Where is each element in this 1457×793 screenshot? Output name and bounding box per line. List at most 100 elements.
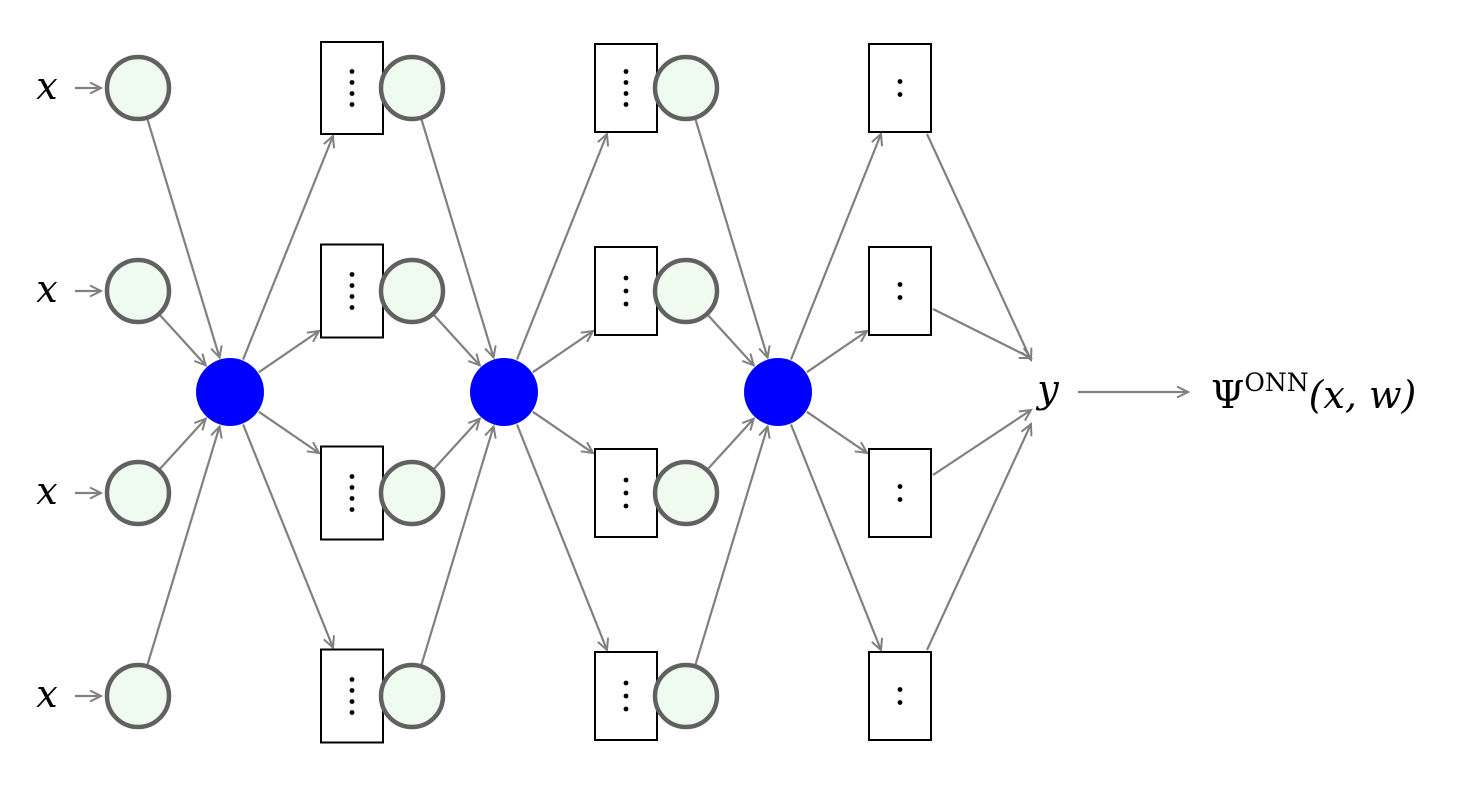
vdot: [897, 295, 903, 300]
input-node: [652, 54, 720, 122]
vdots-block: [868, 448, 932, 538]
vdot: [897, 484, 903, 489]
hub-to-block-edge: [515, 424, 607, 650]
node-to-hub-edge: [707, 314, 754, 365]
node-to-hub-edge: [420, 426, 494, 665]
input-x-label: x: [36, 267, 57, 311]
vdot: [897, 687, 903, 692]
block-to-output-edge: [926, 424, 1031, 651]
node-to-hub-edge: [694, 119, 768, 358]
node-to-hub-edge: [694, 426, 768, 665]
input-node: [104, 257, 172, 325]
vdot: [349, 91, 355, 96]
vdot: [623, 301, 629, 307]
input-node: [104, 54, 172, 122]
vdot: [349, 294, 355, 299]
vdot: [349, 102, 355, 107]
vdot: [623, 69, 629, 74]
node-to-hub-edge: [420, 119, 494, 358]
hub-to-block-edge: [806, 410, 867, 453]
vdot: [623, 706, 629, 712]
hub-node: [744, 358, 812, 426]
vdot: [349, 272, 355, 277]
vdot: [349, 80, 355, 85]
vdot: [897, 700, 903, 705]
vdot: [349, 677, 355, 682]
nodes-layer: [104, 41, 932, 744]
hub-to-block-edge: [789, 134, 881, 360]
input-x-label: x: [36, 64, 57, 108]
vdots-block: [320, 243, 384, 339]
node-to-hub-edge: [146, 119, 220, 358]
input-node: [652, 459, 720, 527]
vdot: [349, 305, 355, 310]
output-y-label: y: [1035, 367, 1059, 411]
hub-to-block-edge: [258, 410, 319, 453]
vdot: [349, 496, 355, 501]
vdot: [349, 710, 355, 715]
vdot: [623, 91, 629, 96]
result-psi: Ψ: [1211, 373, 1244, 417]
hub-to-block-edge: [258, 331, 319, 374]
vdot: [349, 699, 355, 704]
node-to-hub-edge: [159, 419, 206, 470]
vdots-block: [868, 651, 932, 741]
input-x-label: x: [36, 469, 57, 513]
input-node: [378, 257, 446, 325]
vdot: [623, 680, 629, 686]
vdot: [897, 79, 903, 84]
vdot: [623, 693, 629, 699]
vdot: [623, 503, 629, 509]
vdot: [623, 275, 629, 281]
vdots-block: [320, 41, 384, 135]
vdots-block: [320, 648, 384, 744]
vdot: [349, 507, 355, 512]
block-to-output-edge: [932, 410, 1031, 476]
vdot: [897, 92, 903, 97]
hub-node: [196, 358, 264, 426]
input-node: [652, 662, 720, 730]
labels-layer: y ΨONN(x, w) x x x x: [36, 64, 1416, 716]
vdot: [349, 69, 355, 74]
vdot: [349, 283, 355, 288]
hub-to-block-edge: [532, 331, 593, 374]
input-node: [378, 662, 446, 730]
input-node: [378, 54, 446, 122]
result-superscript: ONN: [1244, 368, 1308, 397]
result-args: (x, w): [1309, 373, 1417, 417]
node-to-hub-edge: [146, 426, 220, 665]
input-node: [104, 459, 172, 527]
vdot: [897, 497, 903, 502]
vdots-block: [868, 43, 932, 133]
vdot: [623, 477, 629, 483]
node-to-hub-edge: [159, 314, 206, 365]
hub-to-block-edge: [789, 424, 881, 650]
input-x-label: x: [36, 672, 57, 716]
vdots-block: [594, 43, 658, 133]
hub-to-block-edge: [242, 136, 333, 360]
input-node: [378, 459, 446, 527]
vdot: [349, 485, 355, 490]
hub-to-block-edge: [515, 134, 607, 360]
block-to-output-edge: [932, 308, 1031, 358]
node-to-hub-edge: [433, 419, 480, 470]
vdots-block: [868, 246, 932, 336]
node-to-hub-edge: [433, 314, 480, 365]
input-node: [652, 257, 720, 325]
vdot: [623, 288, 629, 294]
vdot: [349, 688, 355, 693]
hub-to-block-edge: [242, 424, 333, 647]
hub-to-block-edge: [532, 410, 593, 453]
hub-to-block-edge: [806, 331, 867, 374]
node-to-hub-edge: [707, 419, 754, 470]
vdot: [897, 282, 903, 287]
vdot: [623, 102, 629, 107]
vdot: [623, 490, 629, 496]
vdots-block: [320, 445, 384, 541]
input-node: [104, 662, 172, 730]
block-to-output-edge: [926, 133, 1031, 360]
hub-node: [470, 358, 538, 426]
vdot: [349, 474, 355, 479]
vdot: [623, 80, 629, 85]
